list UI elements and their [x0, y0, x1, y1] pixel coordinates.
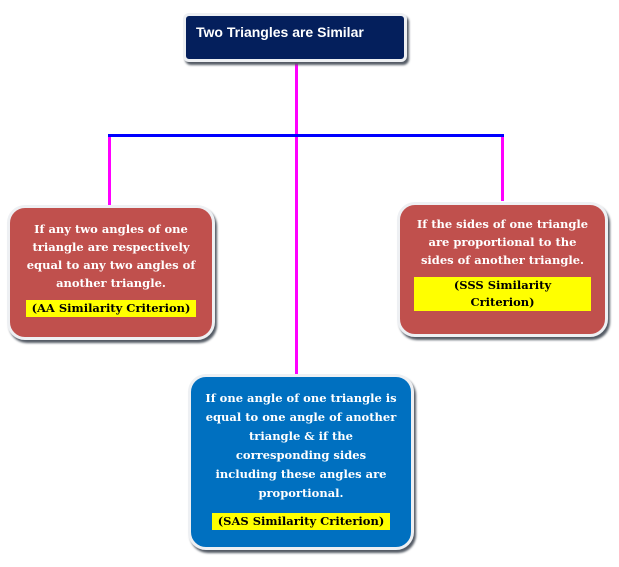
title-box: Two Triangles are Similar — [183, 13, 407, 62]
title-text: Two Triangles are Similar — [196, 24, 364, 40]
sas-criterion-box: If one angle of one triangle is equal to… — [188, 374, 414, 550]
sss-label: (SSS Similarity Criterion) — [414, 277, 591, 311]
connector-horizontal — [108, 134, 504, 137]
connector-left — [108, 137, 111, 205]
aa-description: If any two angles of one triangle are re… — [26, 222, 196, 290]
sss-description: If the sides of one triangle are proport… — [416, 217, 589, 267]
aa-criterion-box: If any two angles of one triangle are re… — [7, 205, 215, 340]
sss-criterion-box: If the sides of one triangle are proport… — [397, 202, 608, 337]
connector-trunk — [295, 62, 298, 374]
connector-right — [501, 137, 504, 201]
sas-description: If one angle of one triangle is equal to… — [205, 391, 397, 500]
aa-label: (AA Similarity Criterion) — [25, 300, 197, 317]
sas-label: (SAS Similarity Criterion) — [211, 513, 391, 530]
